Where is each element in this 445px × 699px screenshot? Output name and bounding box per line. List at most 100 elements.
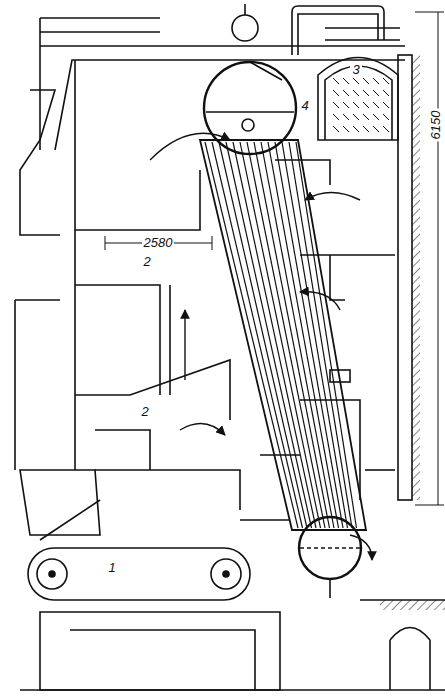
superheater-stroke bbox=[333, 90, 339, 96]
frame-stroke bbox=[95, 430, 150, 470]
frame-stroke bbox=[15, 299, 60, 301]
frame-stroke bbox=[75, 360, 230, 420]
superheater-stroke bbox=[383, 114, 389, 120]
dimension-label: 6150 bbox=[429, 109, 443, 142]
frame-stroke bbox=[398, 55, 412, 500]
superheater-stroke bbox=[373, 114, 379, 120]
frame-stroke bbox=[300, 547, 360, 549]
dimension-stroke bbox=[438, 12, 439, 505]
superheater-stroke bbox=[373, 78, 379, 84]
superheater-stroke bbox=[363, 90, 369, 96]
frame-stroke bbox=[240, 519, 290, 521]
frame-stroke bbox=[75, 285, 160, 395]
flow-stroke bbox=[300, 292, 340, 310]
frame-stroke bbox=[40, 45, 405, 47]
dimension-stroke bbox=[105, 236, 106, 250]
drawing-stroke bbox=[105, 12, 444, 505]
callout-number: 2 bbox=[139, 405, 150, 419]
callout-number: 2 bbox=[141, 255, 152, 269]
tubes-stroke bbox=[261, 142, 334, 528]
flow-stroke bbox=[350, 535, 372, 560]
superheater-stroke bbox=[333, 78, 339, 84]
frame-stroke bbox=[74, 60, 76, 470]
tubes-stroke bbox=[200, 140, 366, 530]
frame-stroke bbox=[55, 60, 405, 150]
frame-stroke bbox=[49, 571, 55, 577]
frame-stroke bbox=[169, 285, 171, 395]
superheater-stroke bbox=[373, 102, 379, 108]
drawing-stroke bbox=[200, 140, 366, 530]
superheater-stroke bbox=[383, 78, 389, 84]
flow-stroke bbox=[150, 133, 230, 160]
tubes-stroke bbox=[282, 142, 348, 528]
frame-stroke bbox=[390, 628, 430, 691]
superheater-stroke bbox=[343, 126, 349, 132]
drawing-stroke bbox=[380, 600, 445, 610]
callout-number: 1 bbox=[106, 561, 117, 575]
frame-stroke bbox=[40, 31, 160, 33]
superheater-stroke bbox=[383, 102, 389, 108]
frame-stroke bbox=[365, 469, 395, 471]
superheater-stroke bbox=[373, 90, 379, 96]
frame-stroke bbox=[20, 90, 60, 235]
tubes-stroke bbox=[247, 142, 325, 528]
callout-number: 4 bbox=[299, 99, 310, 113]
frame-stroke bbox=[318, 58, 398, 141]
superheater-stroke bbox=[373, 126, 379, 132]
flow-stroke bbox=[184, 310, 185, 380]
superheater-stroke bbox=[363, 114, 369, 120]
frame-stroke bbox=[244, 4, 246, 15]
drawing-stroke bbox=[333, 78, 389, 132]
frame-stroke bbox=[40, 500, 100, 540]
flow-stroke bbox=[180, 424, 225, 435]
tubes-stroke bbox=[289, 142, 352, 528]
frame-stroke bbox=[95, 470, 240, 510]
frame-stroke bbox=[325, 66, 392, 140]
drawing-stroke bbox=[150, 133, 372, 560]
superheater-stroke bbox=[343, 102, 349, 108]
superheater-stroke bbox=[333, 102, 339, 108]
frame-stroke bbox=[292, 6, 384, 55]
superheater-stroke bbox=[383, 126, 389, 132]
superheater-stroke bbox=[363, 78, 369, 84]
superheater-stroke bbox=[353, 126, 359, 132]
dimension-stroke bbox=[415, 505, 444, 506]
superheater-stroke bbox=[343, 114, 349, 120]
tubes-stroke bbox=[212, 142, 303, 528]
frame-stroke bbox=[330, 255, 345, 300]
superheater-stroke bbox=[363, 126, 369, 132]
superheater-stroke bbox=[353, 102, 359, 108]
frame-stroke bbox=[14, 300, 16, 470]
frame-stroke bbox=[298, 14, 378, 55]
drawing-stroke bbox=[15, 4, 445, 690]
frame-stroke bbox=[211, 559, 241, 589]
frame-stroke bbox=[325, 27, 400, 29]
frame-stroke bbox=[329, 580, 331, 598]
superheater-stroke bbox=[383, 90, 389, 96]
callout-number: 3 bbox=[350, 63, 361, 77]
frame-stroke bbox=[232, 15, 258, 41]
dimension-stroke bbox=[415, 12, 444, 13]
frame-stroke bbox=[37, 559, 67, 589]
frame-stroke bbox=[28, 548, 250, 600]
frame-stroke bbox=[39, 18, 41, 150]
frame-stroke bbox=[40, 17, 160, 19]
superheater-stroke bbox=[333, 114, 339, 120]
drawing-stroke bbox=[412, 55, 420, 500]
frame-stroke bbox=[250, 62, 282, 80]
frame-stroke bbox=[223, 571, 229, 577]
frame-stroke bbox=[70, 630, 255, 690]
tubes-stroke bbox=[219, 142, 307, 528]
superheater-stroke bbox=[353, 114, 359, 120]
superheater-stroke bbox=[333, 126, 339, 132]
frame-stroke bbox=[325, 39, 400, 41]
frame-stroke bbox=[20, 689, 445, 691]
frame-stroke bbox=[40, 612, 280, 690]
superheater-stroke bbox=[343, 90, 349, 96]
superheater-stroke bbox=[343, 78, 349, 84]
frame-stroke bbox=[20, 470, 100, 535]
superheater-stroke bbox=[353, 90, 359, 96]
frame-stroke bbox=[75, 170, 200, 230]
